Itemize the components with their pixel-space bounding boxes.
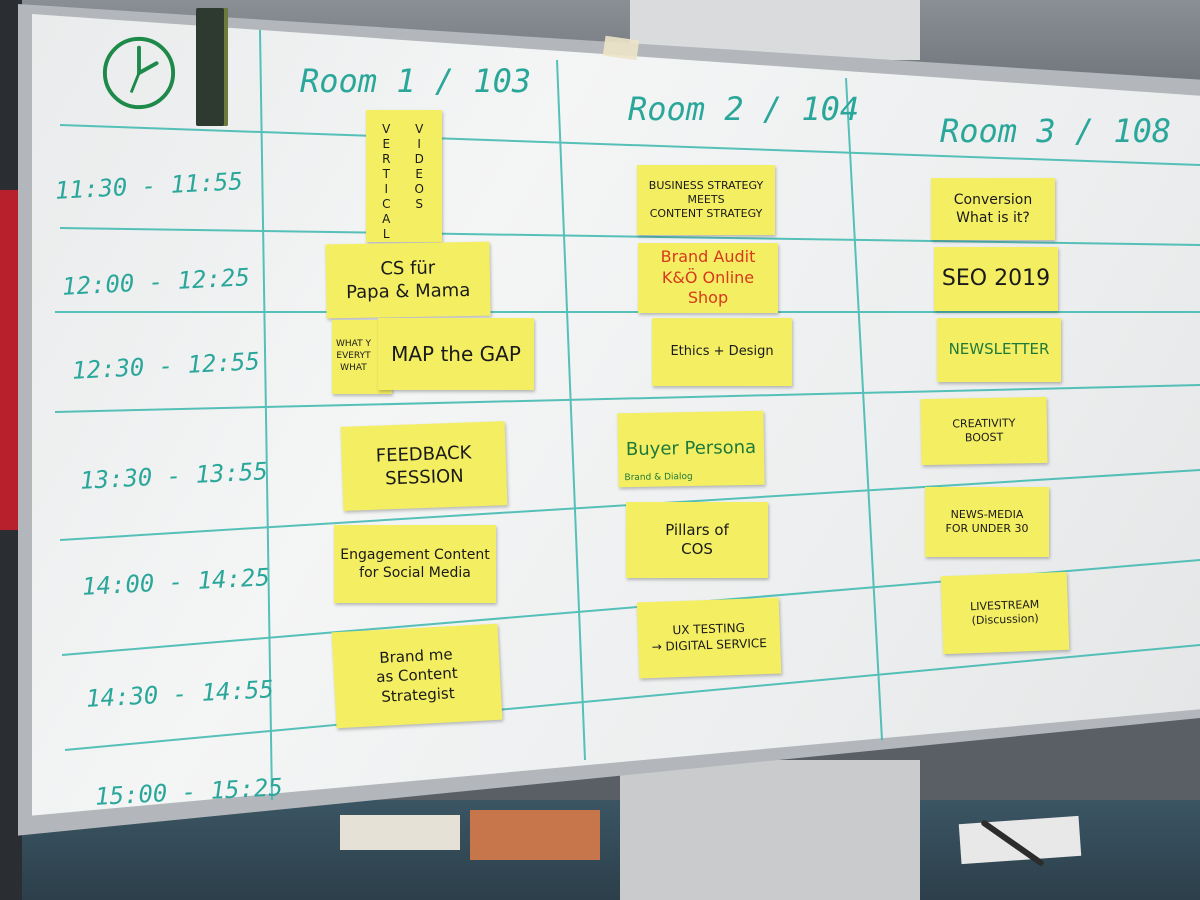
whiteboard-eraser <box>196 8 228 126</box>
note-engagement-content: Engagement Content for Social Media <box>334 525 496 603</box>
wall-poster <box>0 190 20 530</box>
note-ethics-design: Ethics + Design <box>652 318 792 386</box>
room-header-3: Room 3 / 108 <box>940 112 1172 150</box>
clock-icon <box>102 36 176 110</box>
room-header-2: Room 2 / 104 <box>628 90 860 128</box>
note-buyer-persona-sub: Brand & Dialog <box>624 472 693 484</box>
note-conversion: Conversion What is it? <box>931 178 1055 240</box>
note-brand-me: Brand me as Content Strategist <box>331 623 503 729</box>
note-feedback-session: FEEDBACK SESSION <box>340 421 508 511</box>
note-vertical-col-2: V I D E O S <box>414 122 426 211</box>
note-cs-fuer: CS für Papa & Mama <box>325 241 491 319</box>
tray-papers <box>340 815 460 850</box>
tray-brochure <box>470 810 600 860</box>
note-pillars-cos: Pillars of COS <box>626 502 768 578</box>
note-buyer-persona: Buyer Persona Brand & Dialog <box>617 410 765 488</box>
note-brand-audit: Brand Audit K&Ö Online Shop <box>638 243 778 313</box>
note-map-the-gap: MAP the GAP <box>378 318 534 390</box>
note-vertical-videos: V E R T I C A L V I D E O S <box>366 110 442 242</box>
note-livestream: LIVESTREAM (Discussion) <box>940 571 1070 655</box>
note-news-media: NEWS-MEDIA FOR UNDER 30 <box>925 487 1049 557</box>
wall-column <box>620 760 920 900</box>
note-buyer-persona-title: Buyer Persona <box>625 437 757 461</box>
note-ux-testing: UX TESTING → DIGITAL SERVICE <box>636 597 782 679</box>
note-business-strategy: BUSINESS STRATEGY MEETS CONTENT STRATEGY <box>637 165 775 235</box>
room-header-1: Room 1 / 103 <box>300 62 532 100</box>
note-newsletter: NEWSLETTER <box>937 318 1061 382</box>
note-vertical-col-1: V E R T I C A L <box>382 122 393 241</box>
tray-document <box>958 815 1082 865</box>
note-creativity-boost: CREATIVITY BOOST <box>920 396 1048 466</box>
note-seo-2019: SEO 2019 <box>934 247 1058 311</box>
